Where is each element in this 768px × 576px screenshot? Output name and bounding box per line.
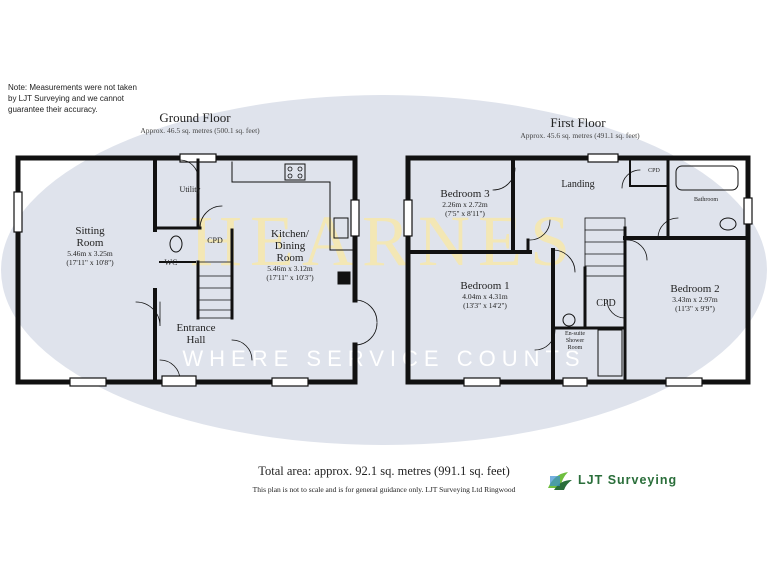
note-line-3: guarantee their accuracy. <box>8 105 98 114</box>
ground-floor-area: Approx. 46.5 sq. metres (500.1 sq. feet) <box>140 126 260 135</box>
room-bedroom-2: Bedroom 2 3.43m x 2.97m (11'3" x 9'9") <box>650 283 740 313</box>
ground-floor-plan <box>13 153 378 387</box>
room-dimensions-imperial: (17'11" x 10'3") <box>266 273 314 282</box>
room-cpd: CPD <box>207 236 223 245</box>
room-kitchen-dining: Kitchen/ Dining Room 5.46m x 3.12m (17'1… <box>240 228 340 282</box>
note-line-2: by LJT Surveying and we cannot <box>8 94 124 103</box>
room-dimensions-metric: 2.26m x 2.72m <box>442 200 488 209</box>
room-ensuite-shower: En-suite Shower Room <box>555 331 595 352</box>
room-dimensions-metric: 4.04m x 4.31m <box>462 292 508 301</box>
ground-floor-title: Ground Floor <box>159 110 231 125</box>
note-line-1: Note: Measurements were not taken <box>8 83 137 92</box>
room-entrance-hall: Entrance Hall <box>160 322 232 346</box>
room-name: Bedroom 2 <box>670 283 720 295</box>
room-name: En-suite <box>565 331 585 337</box>
room-name: Shower <box>565 338 585 344</box>
room-name: Bedroom 3 <box>440 188 490 200</box>
room-bedroom-1: Bedroom 1 4.04m x 4.31m (13'3" x 14'2") <box>440 280 530 310</box>
first-floor-title: First Floor <box>550 115 606 130</box>
room-name: Sitting <box>75 225 105 237</box>
room-landing: Landing <box>561 179 595 190</box>
room-wc: WC <box>164 258 178 267</box>
first-floor-area: Approx. 45.6 sq. metres (491.1 sq. feet) <box>520 131 640 140</box>
room-bathroom: Bathroom <box>694 197 718 203</box>
watermark-tagline: WHERE SERVICE COUNTS <box>182 346 586 371</box>
room-dimensions-metric: 5.46m x 3.25m <box>67 249 113 258</box>
room-utility: Utility <box>179 185 201 194</box>
room-name: Entrance <box>176 322 216 334</box>
ljt-logo-text: LJT Surveying <box>578 473 678 487</box>
room-sitting-room: Sitting Room 5.46m x 3.25m (17'11" x 10'… <box>40 225 140 267</box>
room-name: Bedroom 1 <box>460 280 510 292</box>
first-floor-plan <box>403 153 753 387</box>
room-name: Room <box>276 252 304 264</box>
total-area: Total area: approx. 92.1 sq. metres (991… <box>258 464 510 478</box>
room-name: Dining <box>274 240 306 252</box>
room-bedroom-3: Bedroom 3 2.26m x 2.72m (7'5" x 8'11") <box>418 188 512 218</box>
room-dimensions-metric: 5.46m x 3.12m <box>267 264 313 273</box>
room-cpd-top: CPD <box>648 168 660 174</box>
disclaimer: This plan is not to scale and is for gen… <box>252 485 516 494</box>
room-dimensions-metric: 3.43m x 2.97m <box>672 295 718 304</box>
room-dimensions-imperial: (17'11" x 10'8") <box>66 258 114 267</box>
room-name: Hall <box>186 334 206 346</box>
room-name: Room <box>76 237 104 249</box>
room-name: Kitchen/ <box>271 228 309 240</box>
measurement-note: Note: Measurements were not taken by LJT… <box>8 82 158 115</box>
room-name: Room <box>567 345 583 351</box>
room-dimensions-imperial: (11'3" x 9'9") <box>675 304 715 313</box>
room-cpd: CPD <box>596 298 616 309</box>
room-dimensions-imperial: (13'3" x 14'2") <box>463 301 507 310</box>
watermark-brand: HEARNES <box>189 201 578 281</box>
room-dimensions-imperial: (7'5" x 8'11") <box>445 209 485 218</box>
ljt-logo-icon <box>548 472 572 490</box>
